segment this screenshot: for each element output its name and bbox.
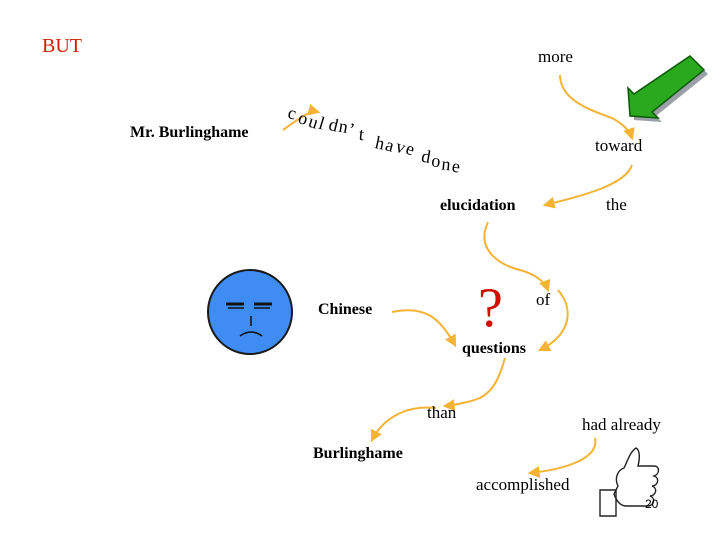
connector-questions-to-than bbox=[442, 357, 506, 412]
but-heading-text: BUT bbox=[42, 35, 82, 57]
chinese-label: Chinese bbox=[318, 301, 373, 318]
burlinghame-label: Burlinghame bbox=[313, 445, 403, 462]
of-label: of bbox=[536, 290, 551, 309]
connector-chinese-to-question bbox=[391, 309, 457, 348]
wave-letter: c bbox=[286, 102, 298, 123]
connector-elucidation-to-question bbox=[483, 221, 551, 293]
connector-than-to-burlinghame bbox=[370, 406, 437, 443]
mr-burlinghame-label: Mr. Burlinghame bbox=[130, 124, 249, 141]
wave-letter: n bbox=[337, 116, 349, 137]
elucidation-label: elucidation bbox=[440, 197, 516, 214]
toward-label: toward bbox=[595, 136, 643, 155]
connector-toward-to-elucidation bbox=[542, 164, 633, 209]
than-label: than bbox=[427, 403, 457, 422]
wave-letter: l bbox=[316, 113, 327, 134]
green-arrow-icon bbox=[627, 55, 708, 122]
wave-letter: o bbox=[430, 150, 441, 171]
wave-letter: t bbox=[358, 124, 365, 144]
questions-label: questions bbox=[462, 340, 527, 357]
connector-burlinghame-to-couldnt bbox=[282, 103, 321, 131]
had-already-label: had already bbox=[582, 415, 661, 434]
wave-letter: d bbox=[420, 146, 432, 167]
connector-more-to-toward bbox=[559, 74, 635, 141]
page-number: 20 bbox=[645, 497, 659, 511]
wave-letter: n bbox=[441, 154, 452, 175]
frowning-face-icon bbox=[207, 269, 293, 355]
wave-letter: h bbox=[373, 132, 386, 153]
connector-of-to-questions bbox=[537, 289, 569, 352]
more-label: more bbox=[538, 47, 573, 66]
wave-letter: ’ bbox=[348, 119, 356, 140]
thumbs-up-icon bbox=[599, 447, 660, 517]
connector-had-already-to-accomplished bbox=[527, 437, 597, 479]
wave-letter: e bbox=[451, 156, 462, 177]
accomplished-label: accomplished bbox=[476, 475, 570, 494]
question-mark: ? bbox=[478, 277, 503, 339]
the-label: the bbox=[606, 195, 627, 214]
